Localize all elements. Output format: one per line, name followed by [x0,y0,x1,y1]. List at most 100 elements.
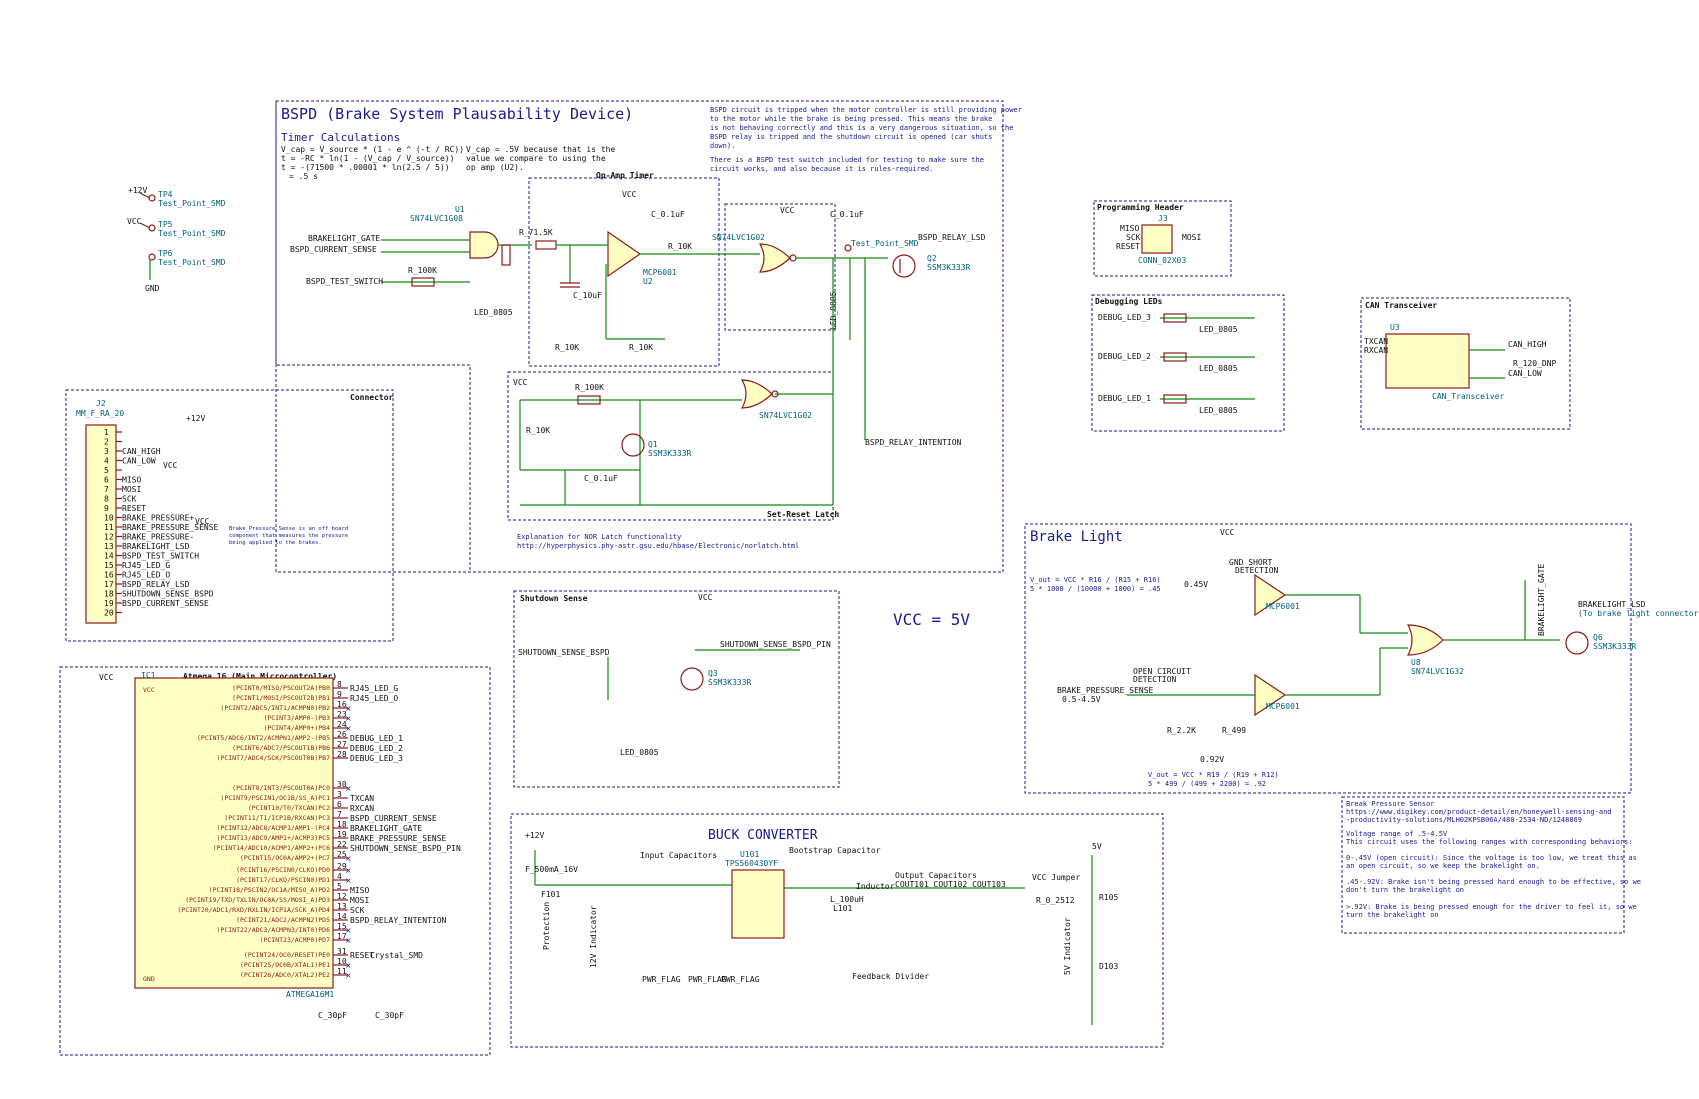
c8-value: C_0.1uF [651,210,685,219]
connector-pin-number: 16 [104,571,114,580]
bspd-note-3: is not behaving correctly and this is a … [710,124,1013,132]
no-connect-mark: × [345,936,352,945]
sensor-note-8: .45-.92V: Brake isn't being pressed hard… [1346,878,1641,886]
connector-pin-label: SHUTDOWN_SENSE_BSPD [122,590,214,599]
connector-pin-number: 10 [104,514,114,523]
led-d5: LED_0805 [1199,325,1238,334]
connector-pin-number: 9 [104,504,109,513]
bspd-note-2: to the motor while the brake is being pr… [710,115,992,123]
mcu-pin-name: (PCINT14/ADC10/ACMP1/AMP2+)PC6 [213,844,330,852]
can-transceiver-title: CAN Transceiver [1365,300,1437,310]
r19-value: R_499 [1222,726,1246,735]
shutdown-sense-bspd-label: SHUTDOWN_SENSE_BSPD [518,648,610,657]
shutdown-sense-bspd-pin-label: SHUTDOWN_SENSE_BSPD_PIN [720,640,831,649]
timer-v-note-1: V_cap = .5V because that is the [466,145,615,154]
mcu-pin-number: 22 [337,840,347,849]
bspd-note-1: BSPD circuit is tripped when the motor c… [710,106,1022,114]
mcu-pin-number: 29 [337,862,347,871]
mcu-pin-name: (PCINT17/CLKO/PSCIN0)PD1 [236,876,330,884]
u5-vcc: VCC [780,206,795,215]
c-30pf-b: C_30pF [375,1011,404,1020]
connector-pin-label: BRAKELIGHT_LSD [122,542,190,551]
connector-block [65,389,394,642]
shutdown-vcc: VCC [698,593,713,602]
q3-ref: Q3 [708,669,718,678]
u5-nor-gate: SN74LVC1G02 [712,233,797,273]
mcu-pin-number: 30 [337,780,347,789]
mcu-pin-number: 5 [337,882,342,891]
debug-led-1-label: DEBUG_LED_1 [1098,394,1151,403]
bspd-note-7: circuit works, and also because it is ru… [710,165,933,173]
tp3-name: Test_Point_SMD [851,239,919,248]
brake-pressure-sense-right: BRAKE_PRESSURE_SENSE [1057,686,1154,695]
connector-pin-label: CAN_HIGH [122,447,161,456]
mcu-pin-name: (PCINT6/ADC7/PSCOUT1B)PB6 [232,744,330,752]
j2-part: MM_F_RA_20 [76,409,124,418]
u101-ref: U101 [740,850,759,859]
mcu-net-label: SHUTDOWN_SENSE_BSPD_PIN [350,844,461,853]
mcu-pin-name: (PCINT26/ADC0/XTAL2)PE2 [240,971,330,979]
no-connect-mark: × [345,724,352,733]
sensor-note-9: don't turn the brakelight on [1346,886,1464,894]
sensor-note-2: https://www.digikey.com/product-detail/e… [1346,808,1612,816]
connector-pin-label: CAN_LOW [122,457,156,466]
c-30pf-a: C_30pF [318,1011,347,1020]
bp-range-label: 0.5-4.5V [1062,695,1101,704]
inductor-label: Inductor [856,882,895,891]
v045-label: 0.45V [1184,580,1208,589]
r105-ref: R105 [1099,893,1118,902]
mcu-net-label: RESET [350,951,374,960]
u2-part: MCP6001 [643,268,677,277]
mcu-pin-number: 11 [337,967,347,976]
tp5-vcc: VCC [127,217,142,226]
mcu-pin-number: 23 [337,710,347,719]
nor-notes: Explanation for NOR Latch functionality … [517,533,799,550]
mcu-pin-number: 12 [337,892,347,901]
sensor-notes: Break Pressure Sensor https://www.digike… [1346,800,1641,919]
connector-title: Connector [350,393,394,402]
connector-pin-number: 20 [104,609,114,618]
mcu-net-label: DEBUG_LED_3 [350,754,403,763]
protection-label: Protection [542,902,551,950]
u1-part: SN74LVC1G08 [410,214,463,223]
sensor-note-1: Break Pressure Sensor [1346,800,1435,808]
connector-pin-number: 5 [104,466,109,475]
mcu-pin-number: 6 [337,800,342,809]
mcu-pin-name: (PCINT15/OC0A/AMP2+)PC7 [240,854,330,862]
bl-formula-3: V_out = VCC * R19 / (R19 + R12) [1148,771,1279,779]
r9-value: R_100K [575,383,604,392]
bl-formula-1: V_out = VCC * R16 / (R15 + R16) [1030,576,1161,584]
mcu-pin-name: (PCINT20/ADC1/RXD/RXLIN/ICP1A/SCK_A)PD4 [177,906,330,914]
bspd-test-switch-label: BSPD_TEST_SWITCH [306,277,383,286]
connector-vcc: VCC [195,517,210,526]
u1-and-gate: U1 SN74LVC1G08 [410,205,499,259]
no-connect-mark: × [345,876,352,885]
sck-label: SCK [1126,233,1141,242]
pwr-flag-2: PWR_FLAG [688,975,727,984]
no-connect-mark: × [345,926,352,935]
u8-ref: U8 [1411,658,1421,667]
mcu-pin-name: (PCINT1/MOSI/PSCOUT2B)PB1 [232,694,330,702]
mcu-pin-name: (PCINT18/PSCIN2/OC1A/MISO_A)PD2 [209,886,330,894]
q1-part: SSM3K333R [648,449,692,458]
mcu-gnd-pin: GND [143,975,155,983]
connector-pin-number: 3 [104,447,109,456]
mcu-pin-number: 14 [337,912,347,921]
connector-pin-number: 6 [104,476,109,485]
crystal-name: Crystal_SMD [370,951,423,960]
shutdown-sense-title: Shutdown Sense [520,594,588,603]
r4-value: R_100K [408,266,437,275]
mcu-block [59,666,491,1056]
brake-light-title: Brake Light [1030,529,1123,545]
connector-pin-label: RESET [122,504,146,513]
mcu-pin-name: (PCINT7/ADC4/SCK/PSCOUT0B)PB7 [217,754,331,762]
bspd-notes: BSPD circuit is tripped when the motor c… [710,106,1022,173]
mcu-net-label: DEBUG_LED_2 [350,744,403,753]
mcu-pin-name: (PCINT25/OC0B/XTAL1)PE1 [240,961,330,969]
u6-nor-gate: SN74LVC1G02 [740,379,812,420]
mcu-pin-name: (PCINT12/ADC8/ACMP1/AMP1-)PC4 [217,824,331,832]
mcu-pin-number: 4 [337,872,342,881]
bspd-relay-intention-label: BSPD_RELAY_INTENTION [865,438,962,447]
